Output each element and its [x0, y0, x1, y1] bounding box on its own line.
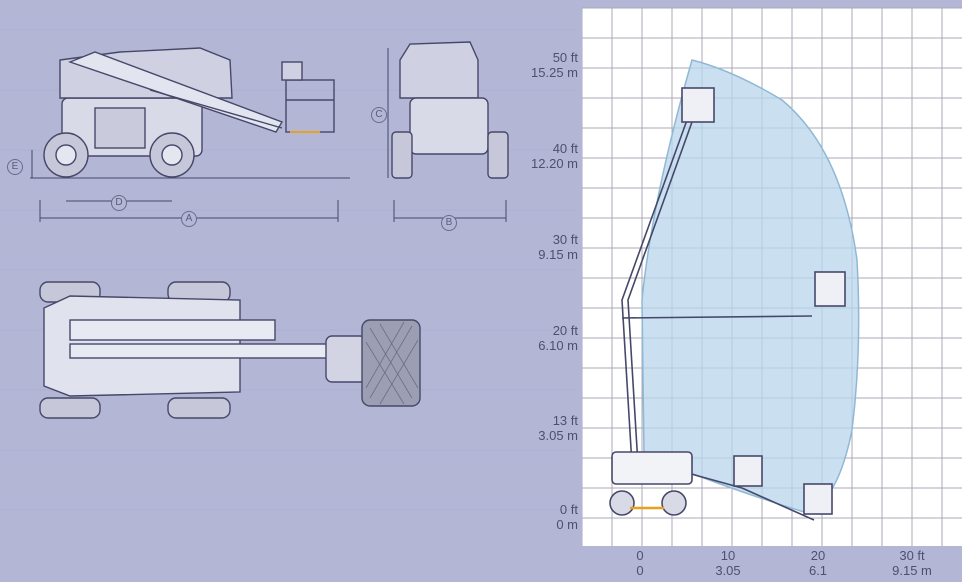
lift-silhouette — [609, 87, 846, 521]
front-view-drawing — [387, 41, 509, 222]
top-view-drawing — [39, 281, 421, 419]
dim-tag-b: B — [441, 215, 457, 231]
machine-drawings — [30, 41, 509, 419]
working-envelope — [641, 59, 860, 513]
dim-tag-c: C — [371, 107, 387, 123]
dim-tag-a: A — [181, 211, 197, 227]
dim-tag-d: D — [111, 195, 127, 211]
side-view-drawing — [30, 47, 350, 222]
dim-tag-e: E — [7, 159, 23, 175]
working-range-chart — [582, 7, 962, 546]
